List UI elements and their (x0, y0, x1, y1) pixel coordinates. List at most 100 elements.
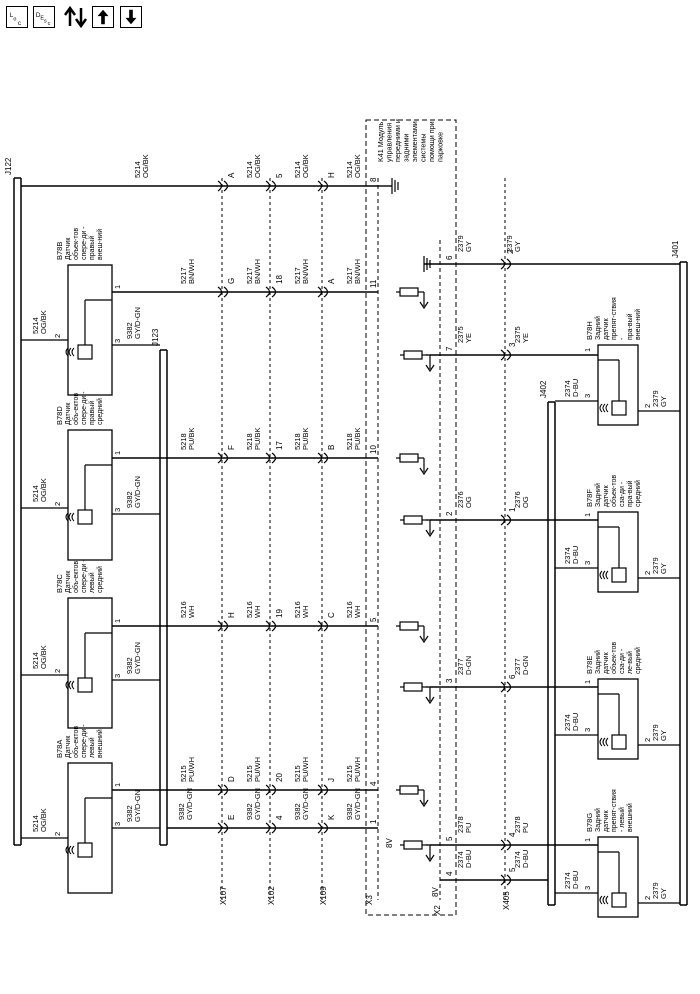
module-output-arrow-icon (425, 529, 435, 538)
front-sensor-symbol-element (77, 509, 93, 525)
module-input-arrow-icon (419, 635, 429, 644)
rear-sensor-name-line: объек-тов (610, 475, 618, 507)
front-sensor-symbol-element (77, 344, 93, 360)
rear-supply-module-pin: 6 (445, 255, 454, 260)
front-sensor-symbol-wave (68, 845, 72, 855)
front-signal-connector-mark (265, 452, 271, 464)
rear-signal-circuit: 2376 (456, 491, 465, 508)
front-supply-module-pin: 8 (369, 177, 378, 182)
rear-sensor-name-line: Задний (594, 650, 602, 674)
rear-supply-circuit: 2379 (456, 235, 465, 252)
front-sensor-ground-color: GY/D-GN (133, 790, 142, 822)
rear-signal-x405-pin: 1 (508, 507, 517, 512)
module-input-resistor-body (399, 785, 419, 795)
front-supply-connector-mark (217, 180, 223, 192)
front-sensor-symbol-wave (65, 845, 69, 855)
front-sensor-symbol-element (77, 677, 93, 693)
splice-j402-label: J402 (539, 380, 548, 398)
module-ground-icon (391, 178, 399, 194)
front-signal-module-pin: 11 (369, 279, 378, 288)
svg-text:s: s (44, 18, 47, 24)
rear-sensor-box (597, 511, 639, 593)
front-sensor-pin-2: 2 (53, 832, 62, 836)
front-ground-connector-mark-socket (271, 822, 277, 834)
rear-sensor-pin-3: 3 (583, 886, 592, 890)
module-input-arrow-icon (419, 799, 429, 808)
location-button[interactable]: L o c (6, 6, 28, 28)
front-signal-circuit: 5217 (179, 267, 188, 284)
rear-sensor-box (597, 344, 639, 426)
front-sensor-id: B78C (55, 574, 64, 593)
front-signal-module-pin: 5 (369, 617, 378, 622)
front-supply-pin-label: H (327, 172, 336, 178)
front-sensor-pin-1: 1 (113, 783, 122, 787)
front-supply-connector-mark (265, 180, 271, 192)
rear-sensor-symbol-wave (602, 895, 606, 905)
rear-signal-color: OG (521, 496, 530, 508)
description-button[interactable]: D E s c (33, 6, 55, 28)
module-output-arrow-icon (425, 854, 435, 863)
front-ground-circuit: 9382 (293, 803, 302, 820)
rear-supply-circuit: 2379 (505, 235, 514, 252)
rear-sensor-pin-3: 3 (583, 728, 592, 732)
front-signal-color: BN/WH (253, 259, 262, 284)
rear-sensor-pin-1: 1 (583, 680, 592, 684)
rear-sensor-name-line: - (619, 337, 626, 340)
rear-sensor-supply-circuit: 2379 (651, 557, 660, 574)
front-ground-color: GY/D-GN (253, 788, 262, 820)
front-signal-connector-mark (217, 452, 223, 464)
front-sensor-name-line: средний (96, 566, 104, 593)
front-signal-color: WH (253, 606, 262, 619)
next-button[interactable] (120, 6, 142, 28)
front-supply-pin-label: 5 (275, 173, 284, 178)
rear-sensor-name-line: датчик (603, 484, 610, 507)
rear-sensor-ground-color: D-BU (571, 713, 580, 731)
connector-swap-button[interactable] (62, 5, 88, 29)
front-signal-x107-pin: D (227, 776, 236, 782)
rear-sensor-name-line: объек-тов (610, 642, 618, 674)
front-signal-color: PU/WH (187, 757, 196, 782)
module-output-lead (426, 844, 431, 859)
rear-sensor-symbol-element (611, 734, 627, 750)
front-sensor-box (67, 762, 113, 894)
module-input-arrow-icon (419, 467, 429, 476)
front-signal-connector-mark-socket (271, 452, 277, 464)
rear-sensor-symbol-wave (602, 570, 606, 580)
previous-button[interactable] (92, 6, 114, 28)
front-ground-x109-pin: K (327, 814, 336, 820)
front-signal-color: BN/WH (187, 259, 196, 284)
front-sensor-name-line: объ-ектов (72, 393, 80, 425)
front-sensor-name-line: Датчик (65, 402, 72, 425)
rear-signal-module-pin: 2 (445, 511, 454, 516)
front-signal-module-pin: 10 (369, 445, 378, 454)
front-signal-circuit: 5215 (345, 765, 354, 782)
rear-sensor-id: B78F (585, 489, 594, 507)
front-signal-connector-mark (265, 620, 271, 632)
front-signal-circuit: 5216 (245, 601, 254, 618)
rear-sensor-name-line: препят-ствия (611, 297, 618, 340)
module-output-lead (426, 354, 431, 369)
front-supply-circuit: 5214 (345, 161, 354, 178)
front-sensor-supply-circuit: 5214 (31, 317, 40, 334)
front-ground-color: GY/D-GN (185, 788, 194, 820)
rear-sensor-supply-color: GY (659, 563, 668, 574)
front-signal-connector-mark (317, 452, 323, 464)
rear-sensor-symbol-wave (605, 737, 609, 747)
front-sensor-id: B78B (55, 242, 64, 260)
front-supply-connector-mark-socket (323, 180, 329, 192)
module-output-arrow-icon (425, 696, 435, 705)
front-signal-x102-pin: 19 (275, 609, 284, 618)
front-sensor-box (67, 597, 113, 729)
front-signal-connector-mark-socket (223, 286, 229, 298)
module-output-lead (426, 686, 431, 701)
svg-text:c: c (48, 21, 51, 27)
front-sensor-symbol-wave (68, 512, 72, 522)
front-sensor-supply-color: OG/BK (39, 478, 48, 502)
rear-sensor-name-line: Задний (594, 483, 602, 507)
module-output-resistor-body (403, 682, 423, 692)
front-signal-circuit: 5216 (179, 601, 188, 618)
front-signal-connector-mark (217, 286, 223, 298)
front-signal-connector-mark (217, 620, 223, 632)
